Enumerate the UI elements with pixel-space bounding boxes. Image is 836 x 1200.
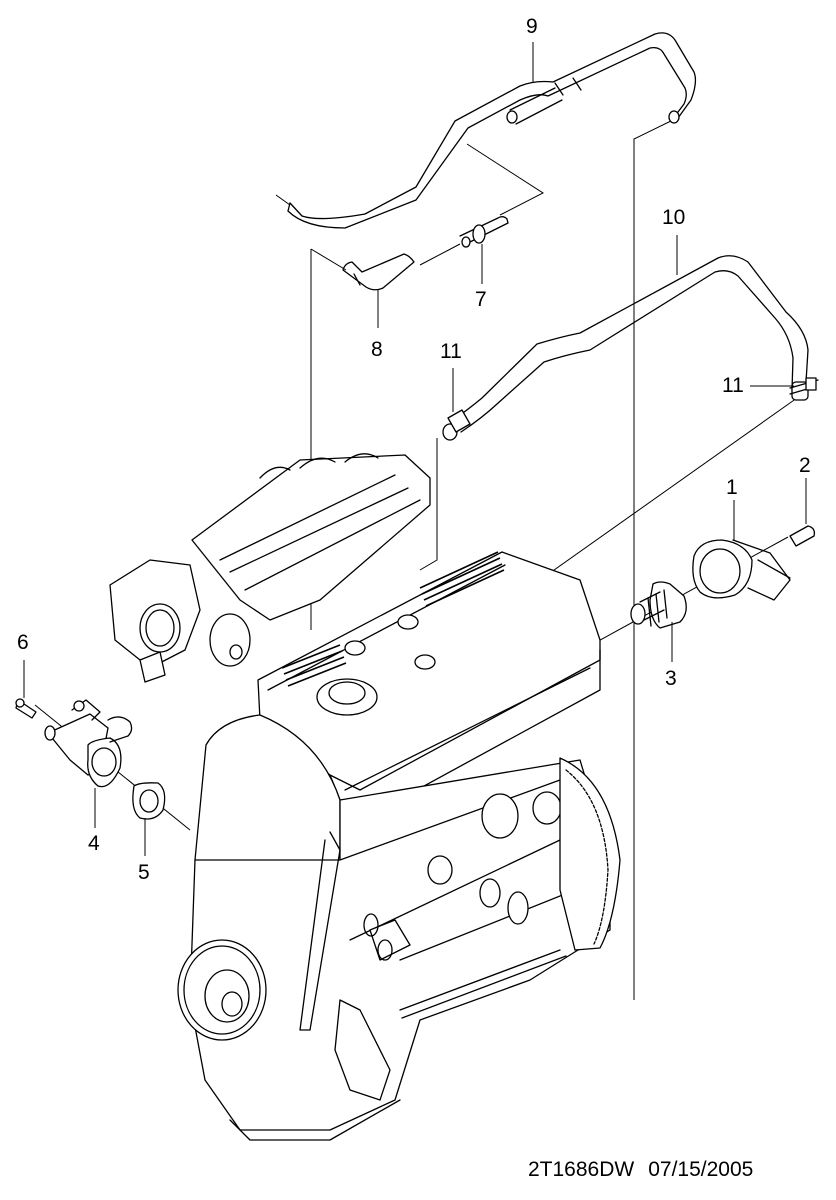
- bolt-2: [789, 525, 816, 547]
- callout-3: 3: [665, 667, 677, 690]
- hose-10: [442, 255, 819, 441]
- engine-assembly: [109, 453, 621, 1141]
- callout-9: 9: [526, 15, 538, 38]
- bolt-6: [15, 698, 37, 719]
- drawing-footer: 2T1686DW 07/15/2005: [528, 1158, 767, 1182]
- callout-11-left: 11: [440, 340, 462, 363]
- callout-8: 8: [371, 338, 383, 361]
- thermostat-housing-1: [692, 539, 791, 601]
- callout-7: 7: [475, 288, 487, 311]
- gasket-5: [132, 782, 166, 820]
- hose-9: [287, 32, 697, 229]
- check-valve-7: [459, 216, 509, 248]
- drawing-date: 07/15/2005: [648, 1158, 754, 1181]
- drawing-number: 2T1686DW: [528, 1158, 635, 1181]
- callout-10: 10: [662, 206, 685, 229]
- callout-4: 4: [88, 832, 100, 855]
- callout-6: 6: [17, 631, 29, 654]
- callout-11-right: 11: [722, 374, 744, 397]
- callouts: 1 2 3 4 5 6 7 8 9 10 11 11: [17, 15, 811, 884]
- callout-1: 1: [726, 476, 738, 499]
- water-outlet-housing-4: [44, 699, 133, 788]
- callout-2: 2: [799, 454, 811, 477]
- thermostat-3: [630, 581, 687, 629]
- callout-5: 5: [138, 861, 150, 884]
- hose-8: [342, 253, 415, 291]
